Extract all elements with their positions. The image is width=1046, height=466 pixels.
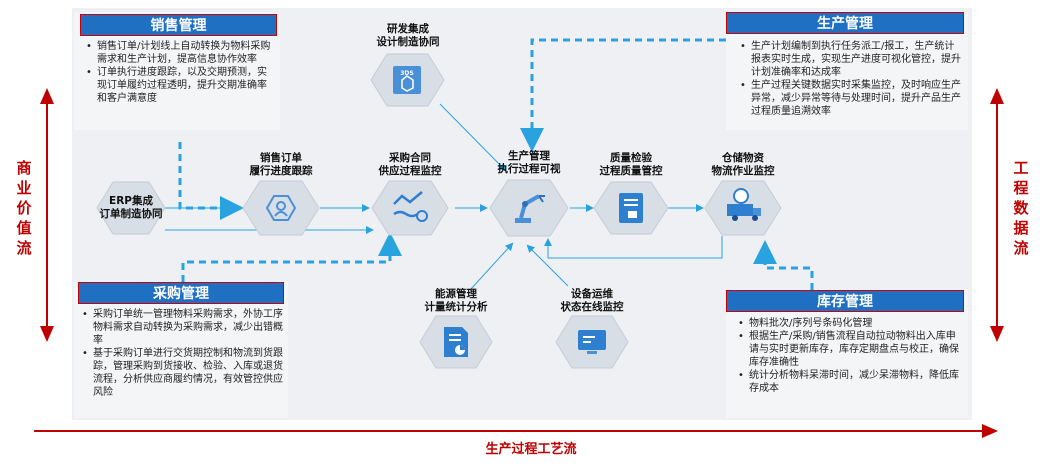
sales-to-salesorder-dash (178, 142, 244, 220)
warehouse-label-line1: 仓储物资 (722, 152, 764, 164)
salesorder-node-label: 销售订单 履行进度跟踪 (241, 152, 321, 178)
right-char: 程 (1013, 179, 1029, 197)
erp-node-label: ERP集成 订单制造协同 (96, 195, 166, 221)
inventory-box: 库存管理 物料批次/序列号条码化管理 根据生产/采购/销售流程自动拉动物料出入库… (726, 290, 968, 418)
left-char: 价 (16, 199, 32, 217)
production-item: 生产计划编制到执行任务派工/报工，生产统计报表实时生成，实现生产进度可视化管控，… (740, 40, 962, 79)
salesorder-label-line1: 销售订单 (260, 152, 302, 164)
left-char: 商 (16, 159, 32, 177)
exec-label-line1: 生产管理 (508, 150, 550, 162)
erp-label-line1: ERP集成 (109, 195, 153, 207)
inventory-item: 统计分析物料呆滞时间，减少呆滞物料，降低库存成本 (738, 369, 964, 395)
truck-clock-icon (727, 188, 761, 221)
energy-report-icon (444, 327, 468, 357)
right-char: 流 (1013, 239, 1029, 257)
sales-box: 销售管理 销售订单/计划线上自动转换为物料采购需求和生产计划，提高信息协作效率 … (74, 12, 280, 130)
contract-label-line2: 供应过程监控 (378, 165, 442, 177)
right-arrow-head-up (990, 88, 1004, 104)
quality-doc-icon (619, 193, 643, 223)
energy-node-label: 能源管理 计量统计分析 (416, 288, 496, 314)
equipment-to-exec-line (526, 244, 569, 287)
left-arrow-head-up (40, 88, 54, 104)
right-char: 据 (1013, 219, 1029, 237)
contract-label-line1: 采购合同 (389, 152, 431, 164)
purchase-bullets: 采购订单统一管理物料采购需求，外协工序物料需求自动转换为采购需求，减少出错概率 … (82, 308, 286, 399)
production-box: 生产管理 生产计划编制到执行任务派工/报工，生产统计报表实时生成，实现生产进度可… (726, 12, 968, 130)
sales-item: 订单执行进度跟踪，以及交期预测，实现订单履约过程透明，提升交期准确率和客户满意度 (86, 66, 274, 105)
purchase-item: 采购订单统一管理物料采购需求，外协工序物料需求自动转换为采购需求，减少出错概率 (82, 308, 286, 347)
quality-label-line2: 过程质量管控 (599, 165, 663, 177)
sales-title: 销售管理 (80, 14, 277, 36)
exec-label-line2: 执行过程可视 (497, 163, 561, 175)
warehouse-to-exec-line (544, 236, 723, 259)
exec-node-label: 生产管理 执行过程可视 (489, 150, 569, 176)
inventory-title: 库存管理 (726, 290, 964, 312)
rd-label-line1: 研发集成 (387, 23, 429, 35)
robot-arm-icon (515, 194, 545, 223)
business-value-flow-label: 商 业 价 值 流 (14, 158, 34, 258)
right-arrow-head-down (990, 326, 1004, 342)
salesorder-label-line2: 履行进度跟踪 (249, 165, 313, 177)
right-char: 数 (1013, 199, 1029, 217)
quality-node-label: 质量检验 过程质量管控 (591, 152, 671, 178)
right-char: 工 (1013, 159, 1029, 177)
exec-node-hex (489, 179, 569, 237)
sales-item: 销售订单/计划线上自动转换为物料采购需求和生产计划，提高信息协作效率 (86, 40, 274, 66)
energy-label-line1: 能源管理 (435, 288, 477, 300)
purchase-item: 基于采购订单进行交货期控制和物流到货跟踪，管理采购到货接收、检验、入库或退货流程… (82, 347, 286, 399)
quality-label-line1: 质量检验 (610, 152, 652, 164)
production-bullets: 生产计划编制到执行任务派工/报工，生产统计报表实时生成，实现生产进度可视化管控，… (740, 40, 962, 118)
rd-to-exec-line (439, 103, 507, 172)
rd-node-label: 研发集成 设计制造协同 (368, 23, 448, 49)
inventory-item: 物料批次/序列号条码化管理 (738, 317, 964, 330)
production-process-flow-label: 生产过程工艺流 (485, 442, 577, 457)
erp-label-line2: 订单制造协同 (99, 208, 163, 220)
energy-label-line2: 计量统计分析 (424, 301, 488, 313)
contract-node-hex (371, 180, 449, 236)
equipment-label-line1: 设备运维 (571, 288, 613, 300)
3d-cube-icon (393, 66, 421, 94)
left-char: 流 (16, 239, 32, 257)
left-char: 业 (16, 179, 32, 197)
energy-to-exec-line (469, 242, 514, 291)
erp-node-hex (96, 181, 166, 235)
contract-node-label: 采购合同 供应过程监控 (370, 152, 450, 178)
purchase-box: 采购管理 采购订单统一管理物料采购需求，外协工序物料需求自动转换为采购需求，减少… (74, 282, 288, 418)
inventory-to-warehouse-dash (753, 240, 814, 290)
production-to-exec-dash (520, 38, 726, 152)
inventory-bullets: 物料批次/序列号条码化管理 根据生产/采购/销售流程自动拉动物料出入库申请与实时… (738, 317, 964, 395)
salesorder-node-hex (242, 180, 320, 236)
bottom-arrow-head (982, 424, 998, 438)
rd-label-line2: 设计制造协同 (376, 36, 440, 48)
production-item: 生产过程关键数据实时采集监控，及时响应生产异常，减少异常等待与处理时间，提升产品… (740, 79, 962, 118)
equipment-label-line2: 状态在线监控 (560, 301, 624, 313)
supply-chart-icon (393, 191, 428, 222)
sales-bullets: 销售订单/计划线上自动转换为物料采购需求和生产计划，提高信息协作效率 订单执行进… (86, 40, 274, 105)
left-arrow-head-down (40, 326, 54, 342)
purchase-title: 采购管理 (78, 282, 284, 304)
monitor-icon (578, 330, 606, 354)
3ds-badge: 3DS (400, 70, 414, 77)
left-char: 值 (16, 219, 32, 237)
equipment-node-label: 设备运维 状态在线监控 (552, 288, 632, 314)
warehouse-label-line2: 物流作业监控 (711, 165, 775, 177)
inventory-item: 根据生产/采购/销售流程自动拉动物料出入库申请与实时更新库存，库存定期盘点与校正… (738, 330, 964, 369)
warehouse-node-label: 仓储物资 物流作业监控 (703, 152, 783, 178)
purchase-to-contract-dash (181, 232, 402, 282)
user-network-icon (265, 195, 297, 221)
production-title: 生产管理 (726, 12, 964, 34)
engineering-data-flow-label: 工 程 数 据 流 (1011, 158, 1031, 258)
